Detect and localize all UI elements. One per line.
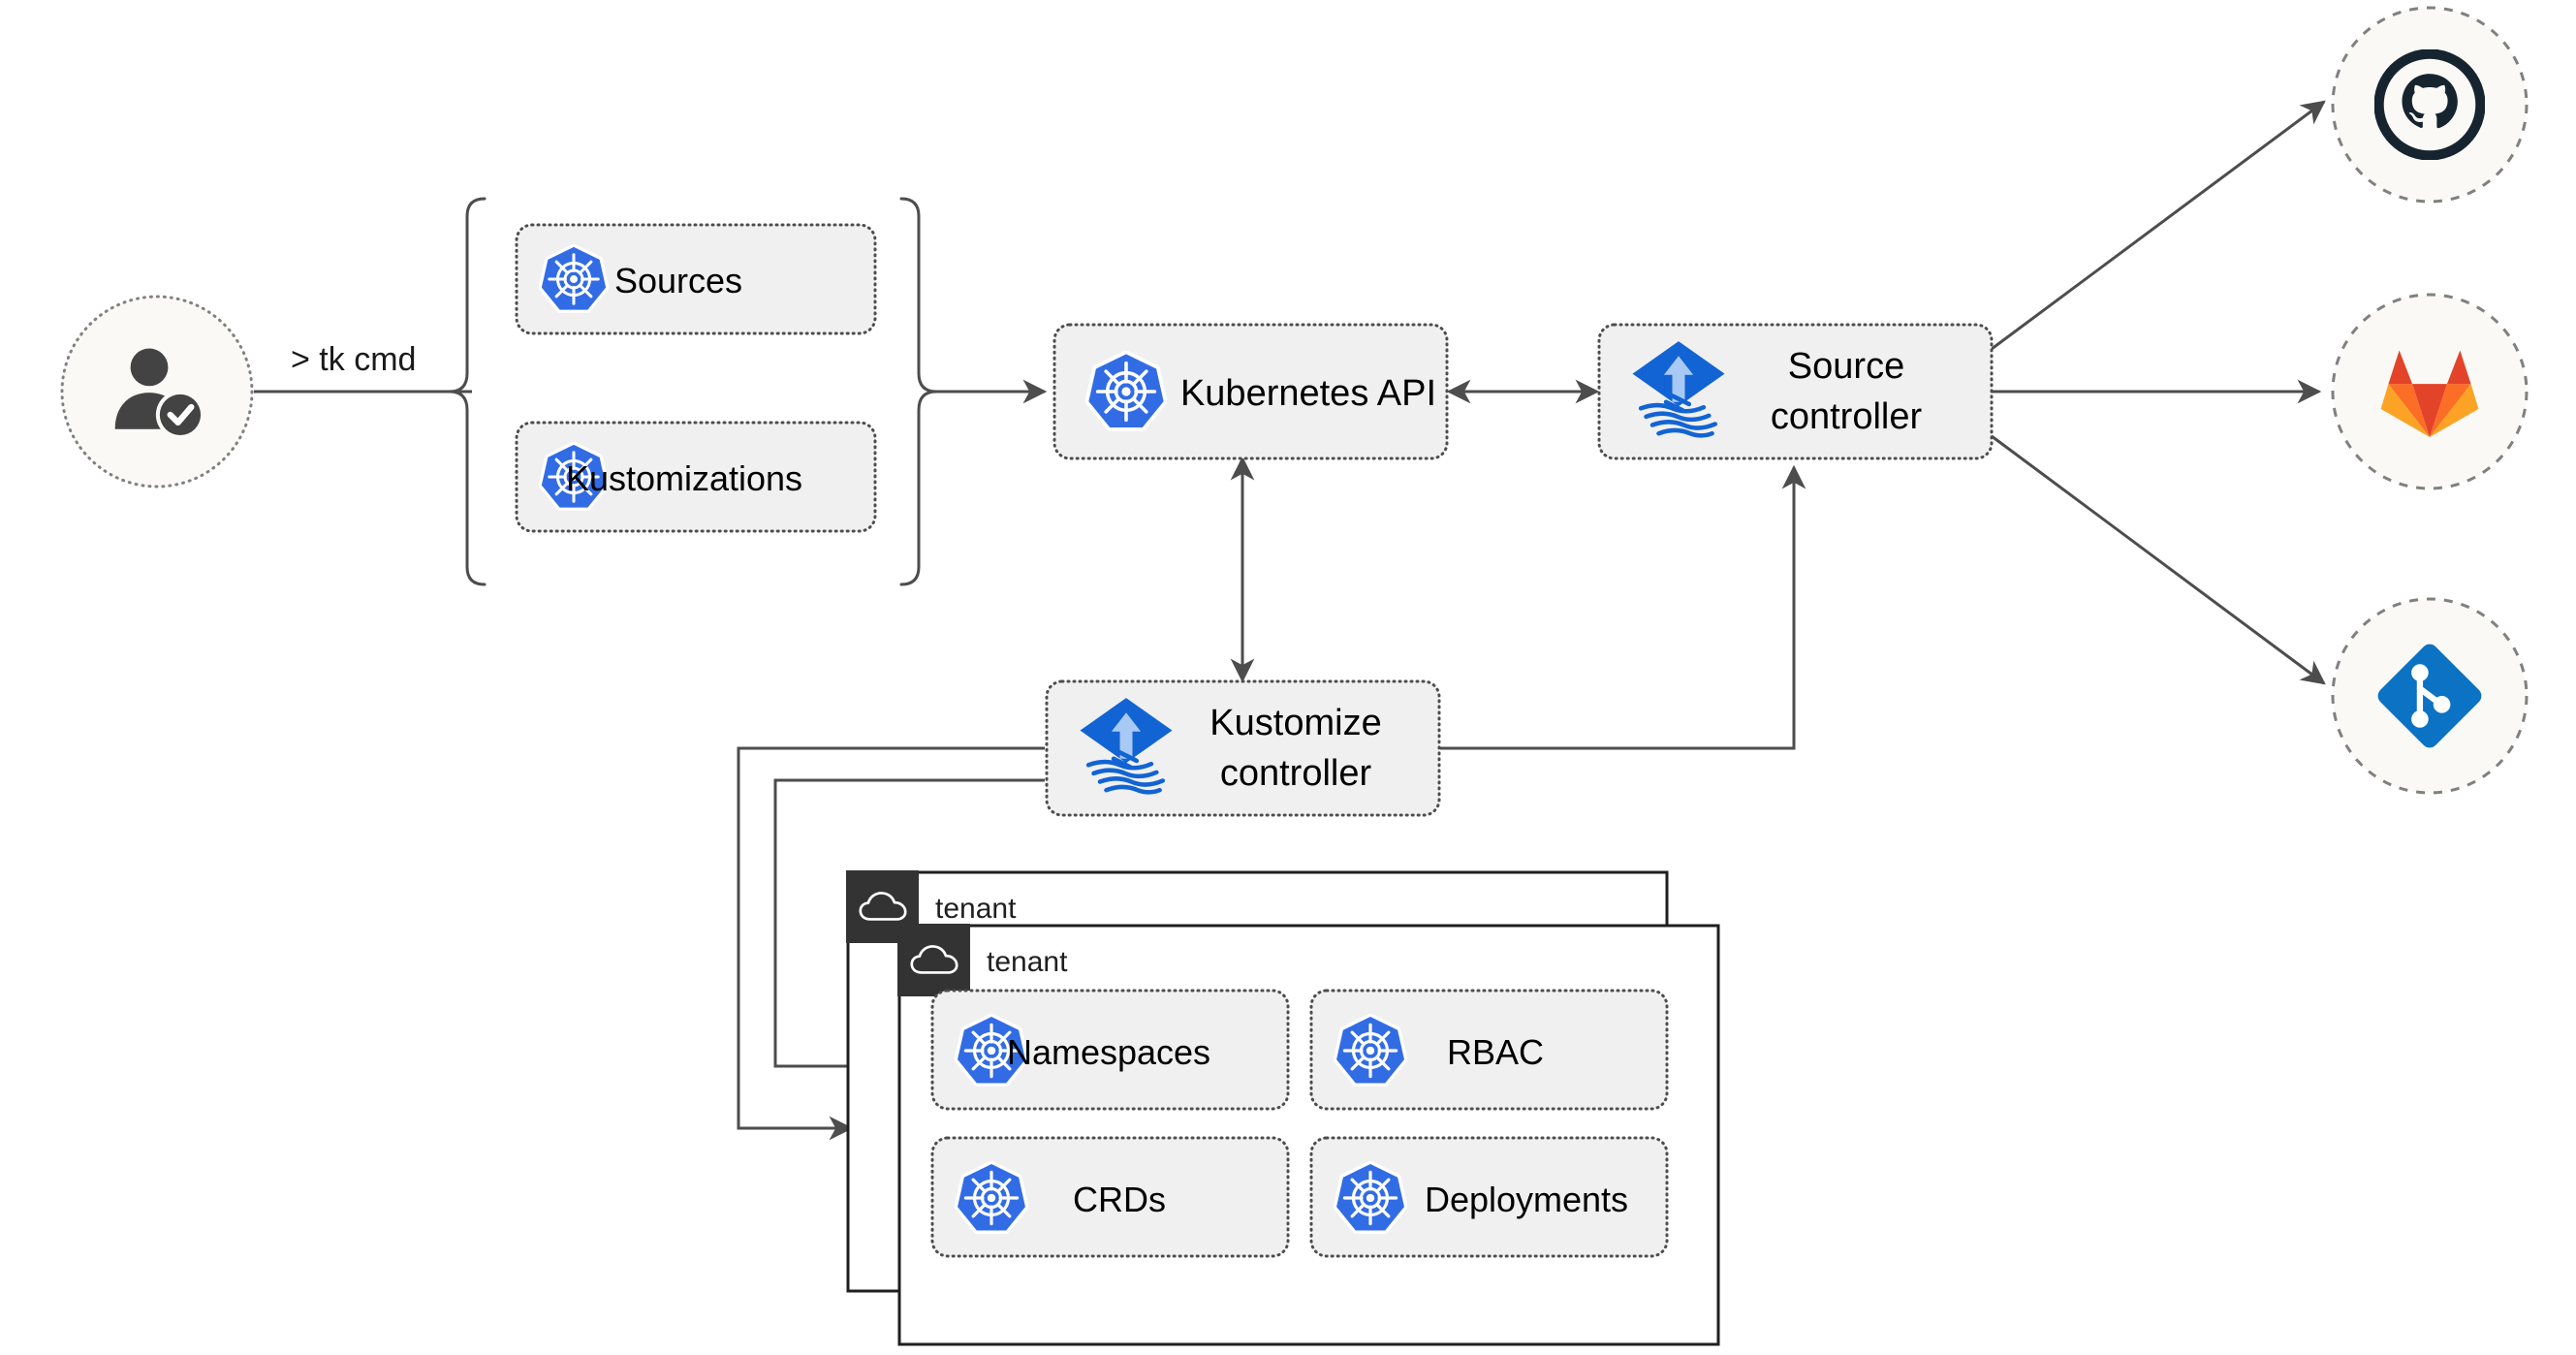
deployments-box xyxy=(1309,1136,1669,1258)
edge-source-controller-to-git xyxy=(1991,434,2326,685)
node-source-controller[interactable]: Source controller xyxy=(1597,323,1994,460)
kubernetes-icon xyxy=(542,247,606,310)
edge-kustomize-controller-to-tenant-2 xyxy=(773,778,1045,1079)
crds-box xyxy=(930,1136,1290,1258)
kustomize-controller-label-line2: controller xyxy=(1220,753,1372,794)
deployments-label: Deployments xyxy=(1425,1180,1628,1219)
kustomizations-box xyxy=(515,421,877,533)
crds-label: CRDs xyxy=(1073,1180,1166,1219)
tenant-card-2[interactable]: tenant Namespaces RBAC CRDs xyxy=(897,924,1720,1346)
kustomize-controller-label-line1: Kustomize xyxy=(1209,703,1381,743)
tenant-2-tab xyxy=(897,924,970,996)
edge-source-controller-to-github xyxy=(1991,100,2326,351)
provider-gitlab[interactable] xyxy=(2331,293,2529,490)
tenant-2-body xyxy=(897,924,1720,1346)
source-controller-label-line1: Source xyxy=(1788,346,1904,387)
sources-box xyxy=(515,223,877,335)
kubernetes-icon xyxy=(1088,354,1163,427)
edge-kustomize-controller-to-source-controller xyxy=(1440,464,1806,750)
rbac-box xyxy=(1309,989,1669,1111)
github-circle xyxy=(2331,6,2529,204)
provider-github[interactable] xyxy=(2331,6,2529,204)
user-circle xyxy=(60,295,254,488)
rbac-label: RBAC xyxy=(1447,1032,1544,1072)
actor-user[interactable] xyxy=(60,295,254,488)
sources-label: Sources xyxy=(614,261,742,300)
kubernetes-api-label: Kubernetes API xyxy=(1180,373,1436,414)
namespaces-box xyxy=(930,989,1290,1111)
tenant-1-label: tenant xyxy=(935,893,1017,925)
tenant-resource-crds[interactable]: CRDs xyxy=(930,1136,1290,1258)
kubernetes-icon xyxy=(958,1164,1025,1230)
resource-sources[interactable]: Sources xyxy=(515,223,877,335)
tenant-resource-rbac[interactable]: RBAC xyxy=(1309,989,1669,1111)
tenant-2-label: tenant xyxy=(987,946,1068,978)
node-kustomize-controller[interactable]: Kustomize controller xyxy=(1045,679,1441,817)
kustomizations-label: Kustomizations xyxy=(566,458,802,498)
source-controller-label-line2: controller xyxy=(1771,396,1923,437)
command-label: > tk cmd xyxy=(291,341,416,378)
resource-kustomizations[interactable]: Kustomizations xyxy=(515,421,877,533)
node-kubernetes-api[interactable]: Kubernetes API xyxy=(1052,323,1449,460)
tenant-resource-namespaces[interactable]: Namespaces xyxy=(930,989,1290,1111)
resource-group-left-brace xyxy=(449,197,487,586)
tenant-resource-deployments[interactable]: Deployments xyxy=(1309,1136,1669,1258)
kubernetes-icon xyxy=(1336,1164,1404,1230)
edge-kustomize-controller-to-tenant-1 xyxy=(737,746,1045,1141)
namespaces-label: Namespaces xyxy=(1007,1032,1210,1072)
provider-git[interactable] xyxy=(2331,597,2529,795)
kubernetes-icon xyxy=(1336,1017,1404,1083)
